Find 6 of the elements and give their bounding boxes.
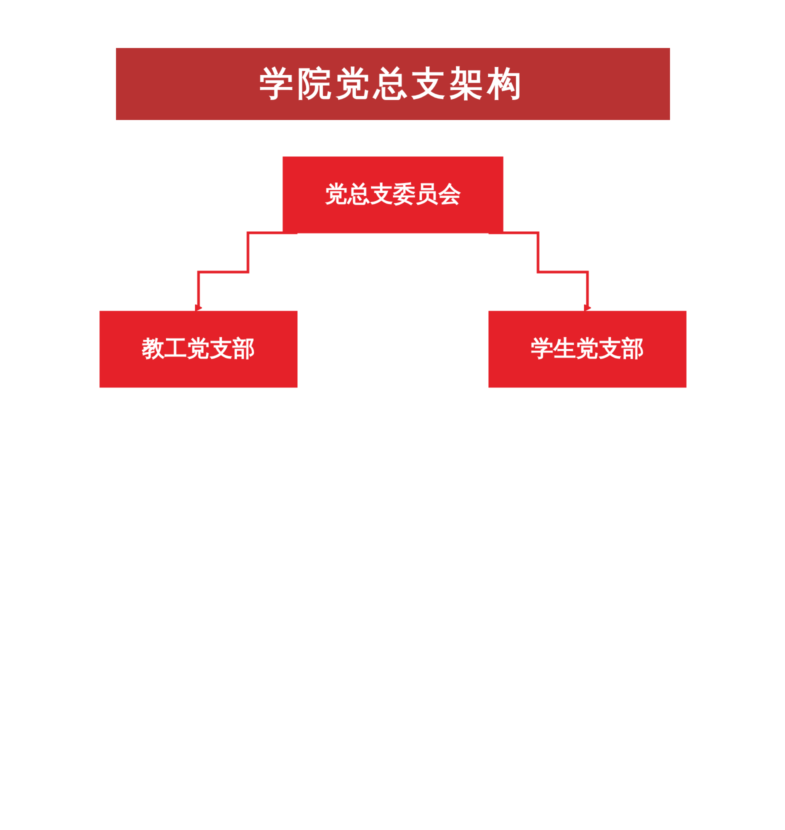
arrow xyxy=(194,232,297,312)
node-box: 学生党支部 xyxy=(488,310,686,388)
arrow xyxy=(488,232,591,312)
node-box: 教工党支部 xyxy=(99,310,297,388)
node-box: 党总支委员会 xyxy=(282,156,503,234)
title-banner: 学院党总支架构 xyxy=(116,48,670,120)
